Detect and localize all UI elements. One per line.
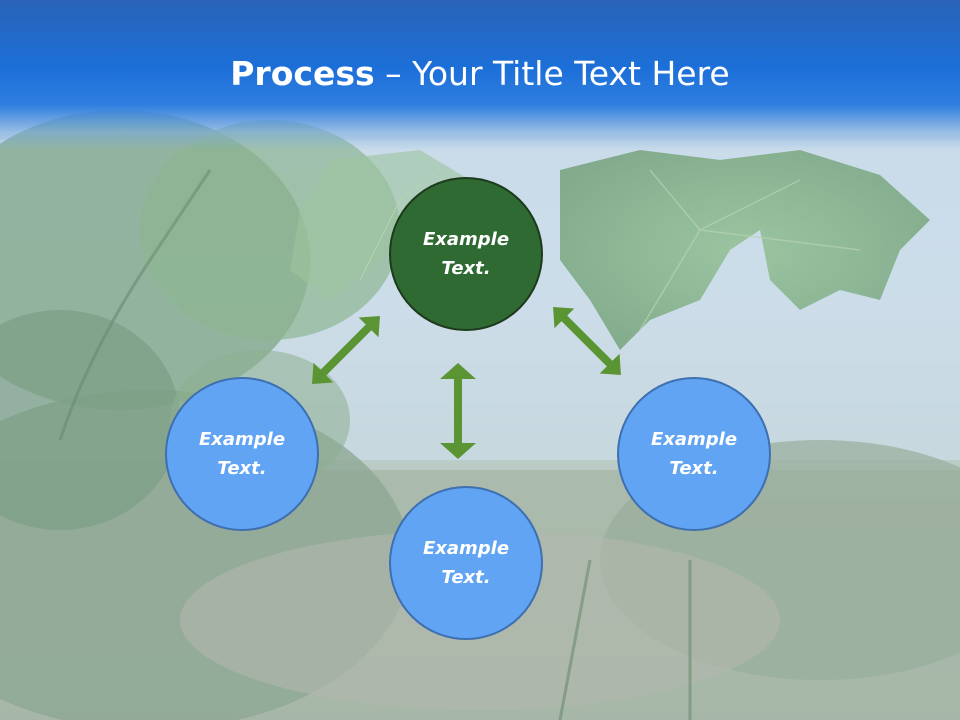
node-top: Example Text.: [389, 177, 543, 331]
node-top-line2: Text.: [441, 258, 491, 279]
node-right: Example Text.: [617, 377, 771, 531]
node-top-line1: Example: [422, 229, 510, 250]
title-bold: Process: [230, 54, 375, 93]
right-double-arrow: [553, 307, 621, 375]
node-left: Example Text.: [165, 377, 319, 531]
node-right-line2: Text.: [669, 458, 719, 479]
title-rest: – Your Title Text Here: [374, 54, 730, 93]
node-left-line2: Text.: [217, 458, 267, 479]
node-left-line1: Example: [198, 429, 286, 450]
node-bottom-line1: Example: [422, 538, 510, 559]
node-bottom-line2: Text.: [441, 567, 491, 588]
slide-title: Process – Your Title Text Here: [0, 52, 960, 96]
vertical-double-arrow: [440, 363, 476, 459]
node-bottom: Example Text.: [389, 486, 543, 640]
title-banner: [0, 0, 960, 150]
node-right-line1: Example: [650, 429, 738, 450]
left-double-arrow: [312, 316, 380, 384]
